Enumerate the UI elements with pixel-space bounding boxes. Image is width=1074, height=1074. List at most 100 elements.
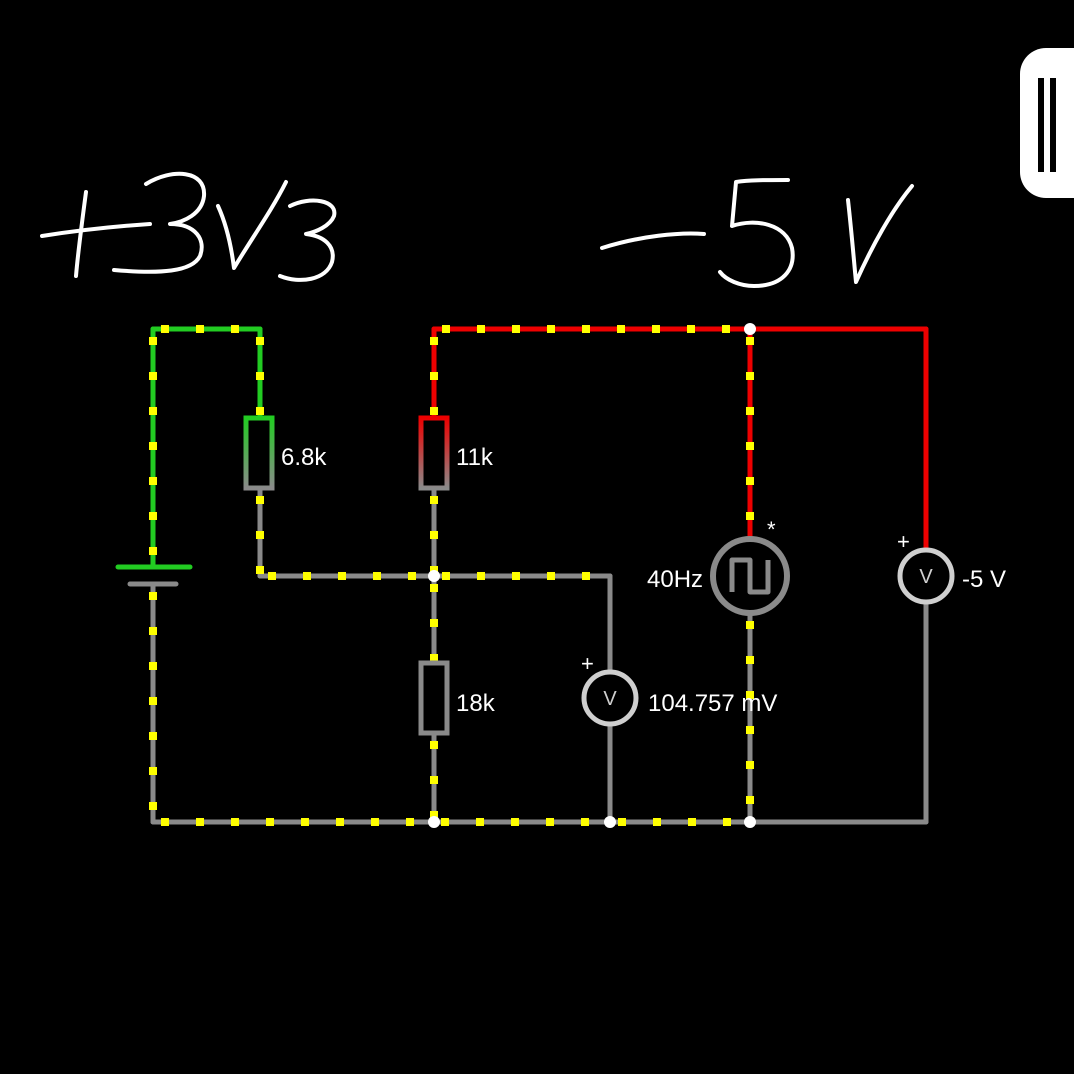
current-dot [687, 325, 695, 333]
current-dot [430, 619, 438, 627]
current-dot [477, 325, 485, 333]
current-dot [161, 325, 169, 333]
battery[interactable] [115, 564, 193, 587]
source-frequency-label: 40Hz [647, 566, 703, 593]
current-dot [149, 372, 157, 380]
voltmeter-body [897, 547, 955, 605]
current-dot [582, 325, 590, 333]
current-dot [371, 818, 379, 826]
resistor-6-8k-label: 6.8k [281, 444, 327, 471]
current-dot [149, 547, 157, 555]
current-dot [746, 621, 754, 629]
current-dot [441, 818, 449, 826]
current-dot [746, 691, 754, 699]
current-dot [746, 761, 754, 769]
current-dot [430, 337, 438, 345]
current-dot [746, 372, 754, 380]
current-dot [373, 572, 381, 580]
current-dot [746, 407, 754, 415]
current-dot [430, 654, 438, 662]
current-dot [149, 662, 157, 670]
current-dot [746, 726, 754, 734]
current-dot [149, 512, 157, 520]
resistor-6-8k[interactable]: 6.8k [243, 415, 327, 491]
resistor-11k-label: 11k [456, 444, 494, 471]
current-dot [256, 407, 264, 415]
current-dot [149, 802, 157, 810]
current-dot [746, 337, 754, 345]
current-dot [338, 572, 346, 580]
junction-node[interactable] [744, 816, 756, 828]
current-dot [617, 325, 625, 333]
current-dot [430, 741, 438, 749]
voltmeter-polarity: + [581, 651, 594, 676]
current-dot [653, 818, 661, 826]
voltmeter-polarity: + [897, 529, 910, 554]
voltmeter-body [581, 669, 639, 727]
current-dot [430, 496, 438, 504]
voltmeter-letter: V [603, 688, 617, 710]
current-dot [256, 372, 264, 380]
current-dot [336, 818, 344, 826]
current-dot [746, 442, 754, 450]
voltmeter-2-reading: -5 V [962, 566, 1006, 593]
current-dot [406, 818, 414, 826]
current-dot [512, 325, 520, 333]
junction-node[interactable] [604, 816, 616, 828]
current-dot [266, 818, 274, 826]
current-dot [688, 818, 696, 826]
current-dot [149, 627, 157, 635]
current-dot [746, 512, 754, 520]
resistor-11k[interactable]: 11k [418, 415, 494, 491]
current-dot [256, 496, 264, 504]
current-dot [442, 572, 450, 580]
junction-node[interactable] [744, 323, 756, 335]
current-dot [256, 337, 264, 345]
current-dot [430, 584, 438, 592]
current-dot [301, 818, 309, 826]
source-marker: * [767, 517, 776, 542]
current-dot [231, 325, 239, 333]
square-wave-icon [729, 557, 771, 595]
current-dot [149, 477, 157, 485]
current-dot [256, 531, 264, 539]
current-dot [408, 572, 416, 580]
current-dot [652, 325, 660, 333]
pause-button[interactable] [1020, 48, 1074, 198]
square-wave-source[interactable]: 40Hz * [647, 517, 790, 616]
current-dot [149, 767, 157, 775]
current-dot [149, 592, 157, 600]
current-dot [723, 818, 731, 826]
current-dot [149, 732, 157, 740]
current-dot [430, 776, 438, 784]
resistor-18k[interactable]: 18k [418, 660, 496, 736]
current-dot [582, 572, 590, 580]
voltmeter-1[interactable]: V + 104.757 mV [581, 651, 777, 727]
current-dot [618, 818, 626, 826]
handwriting-minus-5v [600, 178, 914, 288]
current-dot [256, 566, 264, 574]
current-dot [303, 572, 311, 580]
current-dot [430, 372, 438, 380]
current-dot [746, 477, 754, 485]
current-dot [722, 325, 730, 333]
current-dot [196, 325, 204, 333]
voltmeter-2[interactable]: V + -5 V [897, 529, 1006, 605]
current-dot [746, 796, 754, 804]
junction-node[interactable] [428, 816, 440, 828]
current-dot [477, 572, 485, 580]
junction-nodes [428, 323, 756, 828]
current-dot [476, 818, 484, 826]
current-dot [149, 407, 157, 415]
current-dot [746, 656, 754, 664]
current-dot [442, 325, 450, 333]
resistor-body [243, 415, 275, 491]
current-dot [161, 818, 169, 826]
current-dot [547, 572, 555, 580]
junction-node[interactable] [428, 570, 440, 582]
current-dot [511, 818, 519, 826]
handwriting-plus-3v3 [40, 171, 337, 282]
voltmeter-letter: V [919, 566, 933, 588]
current-dot [546, 818, 554, 826]
